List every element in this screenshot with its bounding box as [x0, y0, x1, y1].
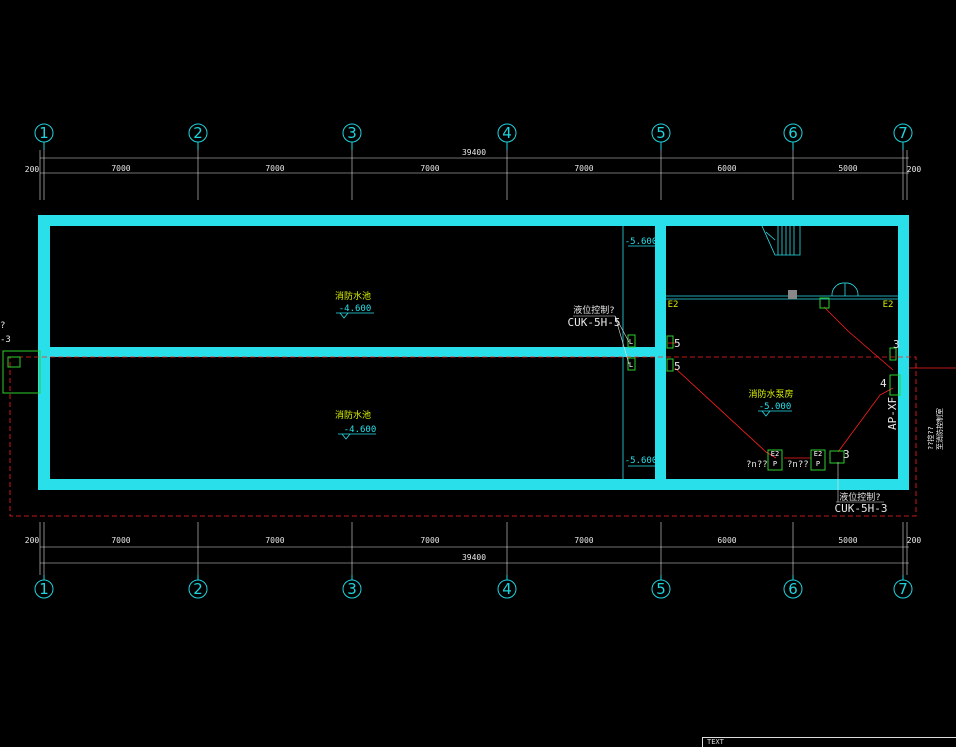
axis-label-1-bottom: 1 — [39, 580, 49, 598]
cuk-left-title: 液位控制? — [573, 304, 614, 316]
dim-total-top: 39400 — [462, 148, 486, 157]
dim-span-6-top: 5000 — [838, 164, 857, 173]
elev-right-bottom: -5.600 — [625, 456, 658, 466]
axis-label-6-bottom: 6 — [788, 580, 798, 598]
dim-span-1-top: 7000 — [111, 164, 130, 173]
dim-span-4-top: 7000 — [574, 164, 593, 173]
pump1-label: ?n?? — [746, 460, 768, 470]
axis-label-7-top: 7 — [898, 124, 908, 142]
dim-span-3-top: 7000 — [420, 164, 439, 173]
level-switch-2-icon: L — [629, 361, 633, 369]
right-note-2: 至消防控制室 — [935, 408, 944, 450]
cuk-bottom-leader — [836, 462, 884, 503]
elev-marker-pool-bottom — [338, 433, 376, 440]
dim-edge-left-bottom: 200 — [25, 536, 40, 545]
pool-bottom-name: 消防水池 — [335, 409, 371, 421]
axis-label-5-bottom: 5 — [656, 580, 666, 598]
pool-top-name: 消防水池 — [335, 290, 371, 302]
num-5b: 5 — [674, 360, 681, 373]
pump-room-name: 消防水泵房 — [748, 388, 793, 400]
elev-right-top: -5.600 — [625, 237, 658, 247]
top-axis-bubbles — [34, 123, 913, 150]
dim-span-5-top: 6000 — [717, 164, 736, 173]
axis-label-6-top: 6 — [788, 124, 798, 142]
pump2-label: ?n?? — [787, 460, 809, 470]
el-right-tag: E2 — [883, 300, 894, 310]
right-note-1: ??控?? — [926, 426, 935, 450]
dim-edge-right-bottom: 200 — [907, 536, 922, 545]
cuk-bottom-title: 液位控制? — [839, 491, 880, 503]
pump1-top-code: E2 — [771, 450, 779, 458]
cuk-left-leader — [573, 315, 630, 365]
num-4: 4 — [880, 377, 887, 390]
top-dimension-group — [39, 150, 909, 200]
dim-total-bottom: 39400 — [462, 553, 486, 562]
dim-span-2-bottom: 7000 — [265, 536, 284, 545]
level-switch-1-icon: L — [629, 338, 633, 346]
red-wiring — [668, 306, 956, 459]
dim-span-2-top: 7000 — [265, 164, 284, 173]
num-3b: 3 — [843, 448, 850, 461]
elev-marker-pump-room — [758, 410, 792, 417]
pool-bottom-elev: -4.600 — [344, 425, 377, 435]
cuk-bottom-code: CUK-5H-3 — [835, 502, 888, 515]
dim-span-5-bottom: 6000 — [717, 536, 736, 545]
pump1-p-icon: P — [773, 460, 777, 468]
cuk-left-code: CUK-5H-5 — [568, 316, 621, 329]
interior-lines — [622, 225, 898, 479]
title-block-strip[interactable]: TEXT — [702, 737, 956, 747]
axis-label-4-top: 4 — [502, 124, 512, 142]
pump2-p-icon: P — [816, 460, 820, 468]
bottom-dimension-group — [39, 522, 909, 575]
dashed-cable-route — [9, 356, 917, 517]
left-edge-top: ? — [0, 321, 5, 331]
num-3a: 3 — [893, 338, 900, 351]
num-5a: 5 — [674, 337, 681, 350]
landing-marker — [788, 290, 797, 299]
dim-span-1-bottom: 7000 — [111, 536, 130, 545]
walls — [38, 215, 909, 490]
title-block-text: TEXT — [707, 738, 724, 746]
ap-xf-label: AP-XF — [886, 397, 899, 430]
axis-label-3-bottom: 3 — [347, 580, 357, 598]
left-edge-label: -3 — [0, 335, 11, 345]
pump-room-elev: -5.000 — [759, 402, 792, 412]
bottom-axis-bubbles — [34, 575, 913, 599]
axis-label-1-top: 1 — [39, 124, 49, 142]
dim-span-6-bottom: 5000 — [838, 536, 857, 545]
dim-edge-left-top: 200 — [25, 165, 40, 174]
axis-label-2-top: 2 — [193, 124, 203, 142]
dim-span-4-bottom: 7000 — [574, 536, 593, 545]
axis-label-7-bottom: 7 — [898, 580, 908, 598]
axis-label-3-top: 3 — [347, 124, 357, 142]
axis-label-2-bottom: 2 — [193, 580, 203, 598]
elev-marker-pool-top — [336, 312, 374, 319]
pump2-top-code: E2 — [814, 450, 822, 458]
green-devices — [2, 297, 901, 471]
pool-top-elev: -4.600 — [339, 304, 372, 314]
el-left-tag: E2 — [668, 300, 679, 310]
axis-label-5-top: 5 — [656, 124, 666, 142]
dim-edge-right-top: 200 — [907, 165, 922, 174]
dim-span-3-bottom: 7000 — [420, 536, 439, 545]
axis-label-4-bottom: 4 — [502, 580, 512, 598]
